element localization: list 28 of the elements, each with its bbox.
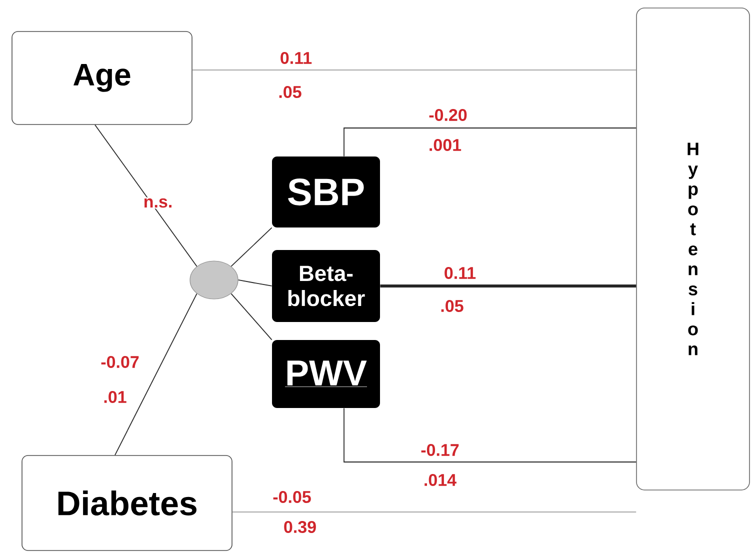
edge-label: -0.05 (272, 490, 312, 504)
value-label: .001 (430, 138, 462, 152)
edge-label: 0.11 (278, 50, 314, 66)
value-label: 0.39 (284, 520, 316, 534)
junction-ellipse (190, 260, 238, 300)
outcome-box: Hypotension (636, 8, 750, 490)
variable-box: Beta-blocker (272, 250, 380, 322)
value-label: .014 (424, 474, 456, 486)
edge-label: 0.11 (442, 266, 478, 280)
edge-label: -0.07 (100, 354, 140, 369)
value-label: .01 (104, 390, 126, 404)
value-label: .05 (279, 86, 302, 98)
edge-label: -0.17 (420, 442, 460, 457)
connector-line (114, 293, 198, 456)
value-label: .05 (441, 300, 464, 312)
connector-line (230, 227, 272, 267)
connector-line (94, 124, 198, 267)
variable-box: PWV (272, 340, 380, 408)
connector-line (238, 280, 272, 286)
connector-line (380, 284, 636, 288)
variable-box: Diabetes (22, 455, 232, 551)
connector-line (344, 128, 637, 157)
connector-line (344, 408, 637, 462)
variable-box: Age (12, 31, 192, 125)
connector-line (230, 293, 272, 340)
variable-box: SBP (272, 156, 380, 228)
edge-label: -0.20 (428, 108, 468, 122)
edge-label: n.s. (142, 197, 174, 209)
